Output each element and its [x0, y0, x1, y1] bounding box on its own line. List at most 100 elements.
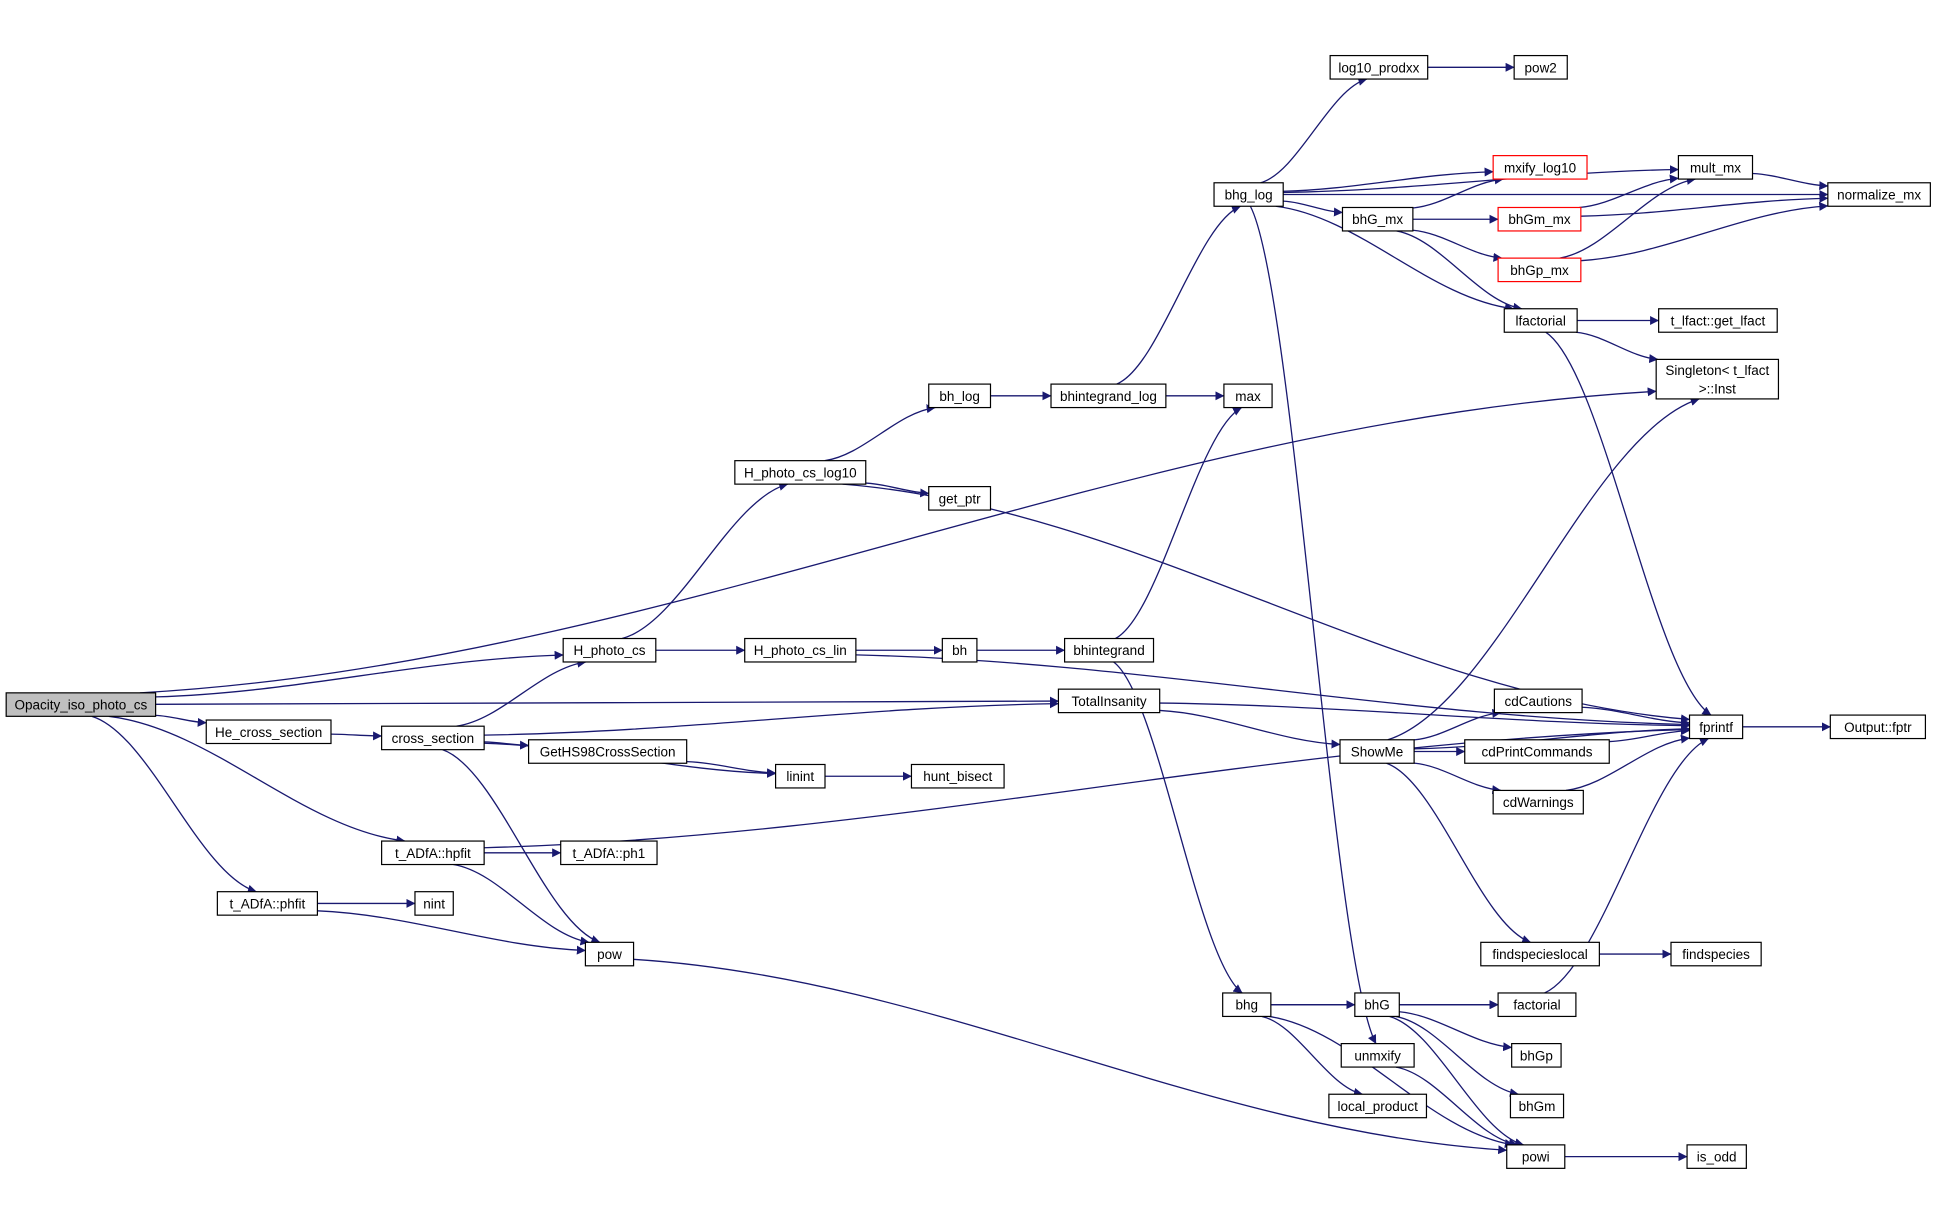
node-bh-log[interactable]: bh_log [928, 383, 992, 409]
edge-totalinsanity-to-showme [1159, 709, 1341, 749]
node-box [1050, 383, 1167, 409]
edge-factorial-to-fprintf [1544, 737, 1709, 994]
node-get-ptr[interactable]: get_ptr [928, 486, 992, 511]
node-findspecieslocal[interactable]: findspecieslocal [1480, 941, 1600, 967]
edge-bhg-cap-to-bhgm [1395, 1015, 1519, 1098]
node-box [1497, 992, 1577, 1018]
node-box [1829, 714, 1927, 740]
node-label: log10_prodxx [1338, 60, 1419, 75]
node-showme[interactable]: ShowMe [1339, 739, 1415, 764]
node-label: fprintf [1699, 720, 1733, 735]
node-mxify-log10[interactable]: mxify_log10 [1492, 155, 1588, 180]
node-bhgp[interactable]: bhGp [1511, 1043, 1562, 1068]
node-hunt-bisect[interactable]: hunt_bisect [910, 763, 1005, 789]
edge-showme-to-findspecieslocal [1386, 762, 1532, 944]
node-label: powi [1522, 1150, 1550, 1165]
node-bhgm[interactable]: bhGm [1509, 1093, 1565, 1119]
node-unmxify[interactable]: unmxify [1340, 1043, 1415, 1068]
node-fprintf[interactable]: fprintf [1688, 714, 1744, 740]
edge-bhg-log-to-unmxify [1249, 205, 1377, 1044]
node-label: lfactorial [1516, 313, 1566, 328]
node-label: findspecieslocal [1492, 947, 1587, 962]
edge-bhg-log-to-mult-mx [1283, 165, 1679, 194]
node-label: mult_mx [1690, 160, 1741, 175]
node-box [1509, 1093, 1565, 1119]
node-box [928, 486, 992, 511]
node-box [1677, 155, 1754, 180]
edge-opacity-iso-photo-cs-to-he-cross-section [155, 714, 207, 727]
node-box [381, 840, 485, 866]
edge-lfactorial-to-fprintf [1545, 331, 1712, 716]
node-box [1354, 992, 1400, 1018]
node-output-fptr[interactable]: Output::fptr [1829, 714, 1927, 740]
node-label: H_photo_cs_log10 [744, 465, 857, 480]
edge-h-photo-cs-log10-to-bh-log [824, 404, 936, 462]
node-box [205, 719, 332, 745]
node-opacity-iso-photo-cs[interactable]: Opacity_iso_photo_cs [5, 692, 157, 717]
node-pow2[interactable]: pow2 [1513, 54, 1568, 80]
edge-bhg-mx-to-mxify-log10 [1412, 175, 1504, 209]
node-box [1328, 1093, 1428, 1119]
node-box [1506, 1144, 1566, 1169]
edge-totalinsanity-to-fprintf [1159, 702, 1690, 731]
node-h-photo-cs-lin[interactable]: H_photo_cs_lin [744, 637, 857, 663]
node-normalize-mx[interactable]: normalize_mx [1827, 182, 1931, 207]
node-singleton-inst[interactable]: Singleton< t_lfact>::Inst [1655, 358, 1780, 400]
node-label: GetHS98CrossSection [540, 745, 676, 760]
node-bhg-mx[interactable]: bhG_mx [1341, 206, 1414, 232]
node-totalinsanity[interactable]: TotalInsanity [1057, 688, 1161, 714]
edge-bhg-mx-to-lfactorial [1396, 230, 1523, 312]
node-box [1492, 155, 1588, 180]
node-max[interactable]: max [1223, 383, 1273, 409]
node-cdprintcommands[interactable]: cdPrintCommands [1464, 739, 1610, 764]
node-linint[interactable]: linint [774, 763, 826, 789]
node-t-adfa-ph1[interactable]: t_ADfA::ph1 [560, 840, 658, 866]
node-local-product[interactable]: local_product [1328, 1093, 1428, 1119]
edge-opacity-iso-photo-cs-to-singleton-inst [139, 387, 1657, 694]
node-geths98crosssection[interactable]: GetHS98CrossSection [527, 739, 688, 764]
edge-bhgm-mx-to-normalize-mx [1580, 193, 1829, 217]
edge-bhg-log-to-mxify-log10 [1283, 167, 1494, 192]
node-log10-prodxx[interactable]: log10_prodxx [1329, 54, 1429, 80]
edge-mult-mx-to-normalize-mx [1752, 172, 1829, 191]
edge-bhintegrand-to-bhg [1113, 661, 1243, 994]
node-box [1655, 358, 1780, 400]
node-bhintegrand[interactable]: bhintegrand [1063, 637, 1155, 663]
node-label: t_lfact::get_lfact [1671, 313, 1766, 328]
node-bhg-log[interactable]: bhg_log [1213, 182, 1284, 207]
node-cdcautions[interactable]: cdCautions [1493, 688, 1583, 714]
node-nint[interactable]: nint [414, 891, 454, 916]
node-label: nint [423, 896, 445, 911]
node-h-photo-cs-log10[interactable]: H_photo_cs_log10 [734, 460, 867, 485]
node-box [1480, 941, 1600, 967]
node-factorial[interactable]: factorial [1497, 992, 1577, 1018]
node-label: cdPrintCommands [1481, 745, 1592, 760]
node-bhg[interactable]: bhg [1222, 992, 1272, 1018]
node-label: ShowMe [1351, 745, 1404, 760]
node-bhintegrand-log[interactable]: bhintegrand_log [1050, 383, 1167, 409]
node-bhgm-mx[interactable]: bhGm_mx [1497, 206, 1582, 232]
node-label: bhg_log [1225, 188, 1273, 203]
node-mult-mx[interactable]: mult_mx [1677, 155, 1754, 180]
node-cdwarnings[interactable]: cdWarnings [1492, 789, 1584, 815]
node-t-lfact-get-lfact[interactable]: t_lfact::get_lfact [1658, 308, 1778, 333]
node-cross-section[interactable]: cross_section [381, 725, 485, 751]
edge-pow-to-powi [633, 958, 1508, 1155]
node-bh[interactable]: bh [941, 637, 978, 663]
edge-opacity-iso-photo-cs-to-h-photo-cs [155, 650, 564, 698]
node-findspecies[interactable]: findspecies [1670, 941, 1762, 967]
node-bhg-cap[interactable]: bhG [1354, 992, 1400, 1018]
node-t-adfa-phfit[interactable]: t_ADfA::phfit [216, 891, 319, 916]
node-pow[interactable]: pow [584, 941, 635, 967]
node-box [414, 891, 454, 916]
node-powi[interactable]: powi [1506, 1144, 1566, 1169]
node-lfactorial[interactable]: lfactorial [1503, 308, 1578, 333]
node-he-cross-section[interactable]: He_cross_section [205, 719, 332, 745]
node-bhgp-mx[interactable]: bhGp_mx [1497, 257, 1582, 283]
node-h-photo-cs[interactable]: H_photo_cs [562, 637, 657, 663]
node-is-odd[interactable]: is_odd [1686, 1144, 1747, 1169]
edge-t-adfa-hpfit-to-pow [453, 863, 590, 946]
node-label: bhGp [1520, 1048, 1553, 1063]
node-t-adfa-hpfit[interactable]: t_ADfA::hpfit [381, 840, 485, 866]
node-box [1464, 739, 1610, 764]
